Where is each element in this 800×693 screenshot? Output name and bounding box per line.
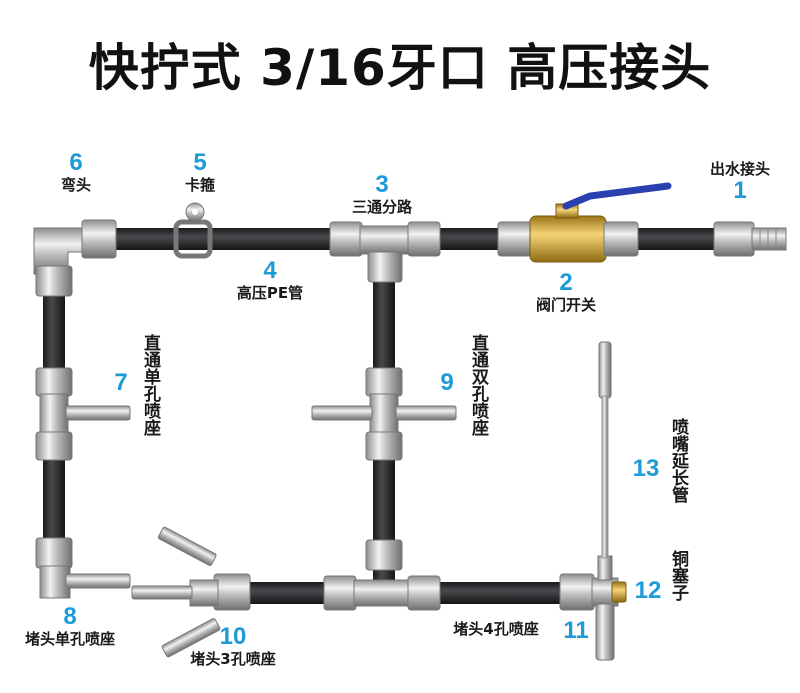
label-plug-four-hole-text: 堵头4孔喷座 — [440, 620, 552, 638]
label-number: 11 — [563, 617, 589, 644]
label-clamp: 5 卡箍 — [170, 149, 230, 195]
label-number: 1 — [733, 177, 747, 204]
label-text: 直通双孔喷座 — [468, 334, 488, 436]
tee-fitting-bottom — [323, 539, 441, 611]
label-number: 13 — [632, 455, 660, 482]
ball-valve — [497, 182, 672, 263]
straight-single-nozzle-seat — [35, 367, 131, 461]
label-number: 2 — [559, 269, 573, 296]
label-plug-three-hole: 10 堵头3孔喷座 — [168, 623, 298, 669]
plug-four-hole-nozzle-seat — [559, 555, 619, 661]
label-number: 6 — [69, 149, 83, 176]
label-extension-number: 13 — [626, 456, 666, 482]
label-text: 弯头 — [60, 176, 91, 194]
label-extension-text: 喷嘴延长管 — [668, 418, 692, 503]
plug-single-nozzle-seat — [35, 537, 131, 599]
label-text: 三通分路 — [351, 198, 412, 216]
label-number: 7 — [114, 369, 128, 396]
straight-double-nozzle-seat — [311, 367, 457, 461]
label-straight-double-number: 9 — [434, 370, 460, 396]
label-text: 卡箍 — [184, 176, 215, 194]
elbow-fitting — [33, 219, 117, 297]
label-text: 高压PE管 — [236, 284, 304, 302]
label-number: 3 — [375, 171, 389, 198]
label-straight-single-number: 7 — [108, 370, 134, 396]
label-brass-plug-text: 铜塞子 — [668, 550, 692, 601]
label-text: 阀门开关 — [535, 296, 596, 314]
page-title: 快拧式 3/16牙口 高压接头 — [88, 39, 712, 97]
label-number: 10 — [219, 623, 247, 650]
label-text: 出水接头 — [709, 160, 770, 178]
label-text: 堵头3孔喷座 — [190, 650, 276, 668]
brass-plug — [611, 581, 627, 603]
outlet-fitting — [713, 221, 787, 257]
label-text: 直通单孔喷座 — [140, 334, 160, 436]
label-number: 12 — [634, 577, 662, 604]
nozzle-extension-tube — [598, 341, 612, 559]
label-number: 8 — [63, 603, 77, 630]
label-number: 9 — [440, 369, 454, 396]
label-straight-double-text: 直通双孔喷座 — [468, 334, 492, 436]
plug-three-hole-nozzle-seat — [131, 526, 251, 658]
label-number: 4 — [263, 257, 277, 284]
label-number: 5 — [193, 149, 207, 176]
label-text: 铜塞子 — [668, 550, 688, 601]
label-plug-four-hole-number: 11 — [556, 618, 596, 644]
label-straight-single-text: 直通单孔喷座 — [140, 334, 164, 436]
label-text: 堵头单孔喷座 — [24, 630, 115, 648]
label-text: 喷嘴延长管 — [668, 418, 688, 503]
label-pe-pipe: 4 高压PE管 — [214, 257, 326, 303]
clamp-fitting — [173, 202, 213, 259]
label-brass-plug-number: 12 — [628, 578, 668, 604]
label-ball-valve: 2 阀门开关 — [516, 269, 616, 315]
label-text: 堵头4孔喷座 — [453, 620, 539, 638]
label-outlet-fitting: 出水接头 1 — [692, 160, 788, 204]
tee-fitting-top — [329, 221, 441, 283]
label-elbow: 6 弯头 — [46, 149, 106, 195]
label-tee-fitting: 3 三通分路 — [330, 171, 434, 217]
label-plug-single: 8 堵头单孔喷座 — [0, 603, 140, 649]
